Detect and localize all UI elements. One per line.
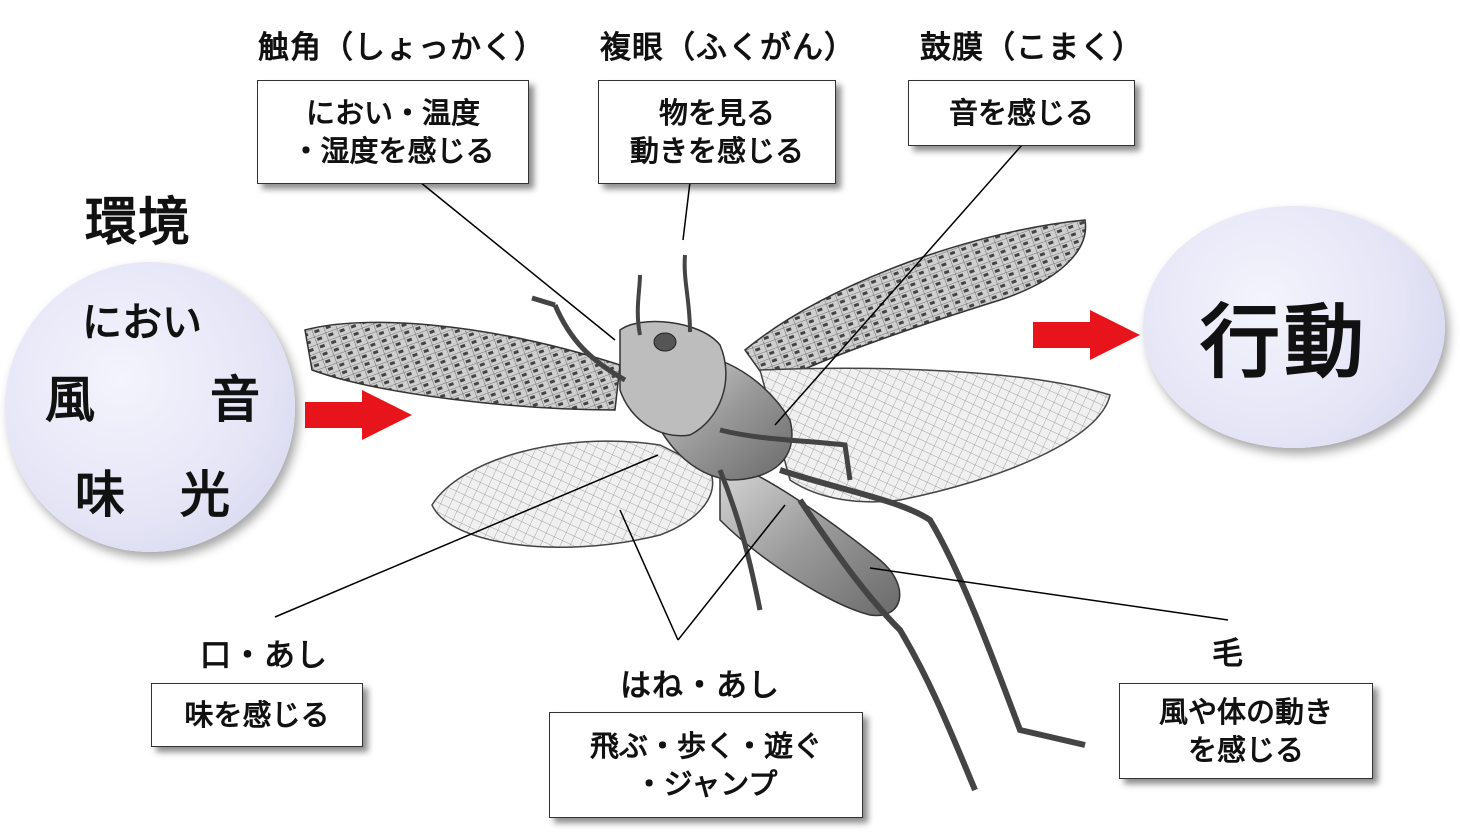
wings-legs-box-line2: ・ジャンプ [634, 767, 778, 801]
left-hindwing [431, 440, 714, 548]
tympanum-label: 鼓膜（こまく） [920, 30, 1144, 66]
antenna-box: におい・温度 ・湿度を感じる [257, 80, 529, 184]
wings-legs-label: はね・あし [620, 668, 780, 704]
right-forewing [743, 219, 1087, 386]
wings-legs-box-line1: 飛ぶ・歩く・遊ぐ [589, 729, 822, 763]
tympanum-box-line1: 音を感じる [948, 96, 1094, 130]
hair-label: 毛 [1212, 636, 1244, 672]
environment-wind: 風 [45, 371, 95, 429]
hair-box-line1: 風や体の動き [1158, 695, 1333, 729]
environment-light: 光 [180, 466, 230, 524]
tympanum-box: 音を感じる [908, 80, 1135, 146]
compound-eye-label: 複眼（ふくがん） [600, 30, 856, 66]
antenna-box-line2: ・湿度を感じる [291, 134, 495, 168]
compound-eye-box: 物を見る 動きを感じる [598, 80, 836, 184]
compound-eye-box-line2: 動きを感じる [629, 134, 804, 168]
environment-sound: 音 [210, 371, 260, 429]
compound-eye-box-line1: 物を見る [658, 96, 775, 130]
environment-title: 環境 [85, 193, 192, 253]
antenna-label: 触角（しょっかく） [258, 30, 546, 66]
hair-box-line2: を感じる [1187, 733, 1304, 767]
behavior-text: 行動 [1200, 296, 1368, 389]
environment-smell: におい [82, 300, 202, 346]
head [619, 320, 727, 437]
mouth-legs-box: 味を感じる [151, 683, 363, 747]
mouth-legs-box-line1: 味を感じる [184, 698, 330, 732]
environment-circle [5, 262, 295, 552]
eye [653, 332, 677, 352]
right-arrow-icon [305, 310, 1140, 440]
behavior-circle [1143, 206, 1445, 448]
hair-box: 風や体の動き を感じる [1119, 683, 1373, 779]
left-forewing [304, 321, 621, 411]
antenna-box-line1: におい・温度 [305, 96, 480, 130]
wings-legs-box: 飛ぶ・歩く・遊ぐ ・ジャンプ [549, 712, 863, 818]
mouth-legs-label: 口・あし [200, 638, 328, 674]
environment-taste: 味 [75, 466, 125, 524]
